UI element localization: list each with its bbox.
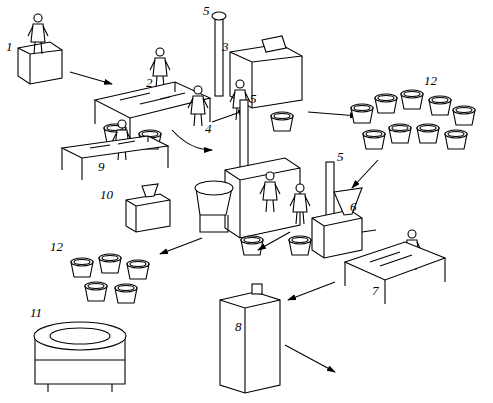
tub (389, 124, 411, 143)
callout-number: 10 (100, 188, 113, 202)
tub (115, 284, 137, 303)
callout-number: 12 (424, 74, 437, 88)
lift-column (215, 18, 223, 96)
machine-body (225, 158, 300, 238)
tub (127, 260, 149, 279)
tub (351, 104, 373, 123)
machine-10 (126, 184, 170, 232)
table-legs (345, 258, 445, 304)
machine-6 (289, 162, 376, 258)
tub (289, 236, 311, 255)
machine-edge (225, 168, 300, 238)
hopper (142, 184, 158, 197)
callout-number: 3 (222, 40, 229, 54)
table-top (345, 242, 445, 280)
table-2 (95, 48, 210, 149)
filler-hopper (334, 188, 362, 215)
flow-arrow (258, 232, 290, 250)
worker (188, 86, 208, 126)
table-items (90, 141, 135, 148)
machine-body (126, 194, 170, 232)
tub (417, 124, 439, 143)
machine-11 (34, 322, 126, 392)
cabinet-edge (220, 300, 280, 393)
flow-arrow (308, 112, 358, 116)
tub (99, 254, 121, 273)
machine-body (18, 42, 62, 84)
machine-edge (18, 48, 62, 84)
machine-3 (212, 12, 302, 131)
callout-number: 11 (30, 306, 42, 320)
cabinet-vent (252, 284, 262, 294)
machine-edge (126, 200, 170, 232)
tub (429, 96, 451, 115)
callout-number: 5 (203, 4, 210, 18)
callout-number: 5 (337, 150, 344, 164)
machine-edge (312, 218, 362, 258)
table-items (120, 93, 185, 104)
callout-number: 8 (235, 320, 242, 334)
callout-number: 2 (146, 76, 153, 90)
tub-group (71, 254, 149, 303)
machine-4 (195, 100, 300, 255)
table-legs (62, 136, 168, 180)
flow-arrow (352, 160, 378, 188)
table-top (62, 136, 168, 158)
callout-number: 9 (98, 160, 105, 174)
machine-stand (200, 215, 228, 232)
sausage-links (370, 252, 412, 266)
machine-bowl (34, 322, 126, 350)
machine-edge (35, 360, 125, 392)
flow-arrow (285, 345, 335, 372)
cutter-bowl-rim (195, 181, 233, 195)
tub (241, 236, 263, 255)
tub-group (351, 90, 475, 149)
worker (290, 184, 310, 224)
callout-number: 5 (250, 92, 257, 106)
flow-arrow (160, 238, 202, 254)
callout-number: 4 (205, 122, 212, 136)
tub (271, 112, 293, 131)
tub (453, 106, 475, 125)
hopper (262, 36, 286, 52)
flow-arrow (288, 282, 335, 300)
cabinet-8 (220, 284, 280, 393)
nozzle (362, 230, 376, 232)
tub (85, 282, 107, 301)
machine-bowl-inner (50, 328, 110, 344)
tub (71, 258, 93, 277)
flow-arrow (70, 72, 112, 84)
callout-number: 6 (350, 200, 357, 214)
callout-number: 1 (6, 40, 13, 54)
tub (363, 130, 385, 149)
cabinet-body (220, 292, 280, 393)
callout-number: 12 (50, 240, 63, 254)
table-7 (345, 230, 445, 304)
tub (445, 130, 467, 149)
worker (150, 48, 170, 88)
lift-motor (212, 12, 226, 20)
callout-number: 7 (372, 284, 379, 298)
machine-1 (18, 14, 62, 84)
tub (401, 90, 423, 109)
tub (375, 94, 397, 113)
worker (260, 172, 280, 212)
table-9 (62, 120, 168, 180)
filler-body (312, 210, 362, 258)
worker (28, 14, 48, 54)
